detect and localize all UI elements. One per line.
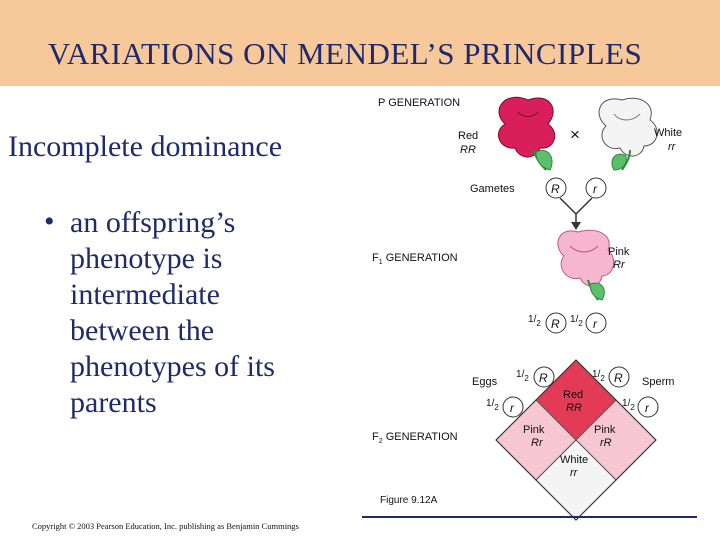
sperm-r-lower: r	[645, 401, 650, 415]
red-label: Red	[458, 130, 478, 142]
frac-sperm-r-lower: 1/2	[622, 398, 635, 412]
eggs-label: Eggs	[472, 376, 498, 388]
red-flower-icon	[497, 96, 556, 171]
f1-gamete-r-upper: R	[551, 317, 560, 331]
title-bar	[0, 0, 720, 86]
f1-generation-label: F1 GENERATION	[372, 252, 458, 266]
cell-bottom-genotype: rr	[570, 467, 579, 479]
frac-sperm-r-upper: 1/2	[592, 369, 605, 383]
gametes-label: Gametes	[470, 183, 515, 195]
frac-f1-r-lower: 1/2	[570, 314, 583, 328]
bullet-line: phenotypes of its	[70, 350, 275, 383]
bullet-line: intermediate	[70, 278, 220, 311]
copyright-text: Copyright © 2003 Pearson Education, Inc.…	[32, 521, 299, 531]
figure-caption: Figure 9.12A	[380, 495, 438, 506]
frac-f1-r-upper: 1/2	[528, 314, 541, 328]
bullet-icon: •	[44, 205, 55, 238]
sperm-label: Sperm	[642, 376, 674, 388]
cell-left-genotype: Rr	[531, 437, 544, 449]
gamete-r-upper: R	[551, 182, 560, 196]
bullet-text: an offspring’s phenotype is intermediate…	[70, 205, 350, 421]
red-genotype: RR	[460, 144, 476, 156]
sperm-r-lower-circle	[637, 396, 659, 418]
pink-flower-icon	[557, 229, 615, 301]
sperm-r-upper: R	[614, 371, 623, 385]
sperm-r-upper-circle	[608, 366, 630, 388]
white-genotype: rr	[668, 141, 677, 153]
egg-r-lower: r	[510, 401, 515, 415]
cell-right-label: Pink	[594, 424, 616, 436]
cell-bottom-label: White	[560, 454, 588, 466]
frac-egg-r-lower: 1/2	[486, 398, 499, 412]
white-label: White	[654, 127, 682, 139]
f1-gamete-r-lower-circle	[585, 312, 607, 334]
egg-r-upper: R	[539, 371, 548, 385]
pink-genotype: Rr	[613, 259, 626, 271]
cell-left-label: Pink	[523, 424, 545, 436]
p-generation-label: P GENERATION	[378, 97, 460, 109]
slide-title: VARIATIONS ON MENDEL’S PRINCIPLES	[47, 36, 643, 71]
egg-r-lower-circle	[502, 396, 524, 418]
bullet-line: phenotype is	[70, 242, 223, 275]
bullet-line: an offspring’s	[70, 206, 236, 239]
gamete-r-upper-circle	[545, 177, 567, 199]
frac-egg-r-upper: 1/2	[516, 369, 529, 383]
gamete-r-lower: r	[593, 182, 598, 196]
f2-generation-label: F2 GENERATION	[372, 431, 458, 445]
cross-icon: ×	[570, 125, 580, 144]
bullet-line: between the	[70, 314, 215, 347]
slide-subtitle: Incomplete dominance	[8, 130, 283, 163]
bullet-line: parents	[70, 386, 157, 419]
gamete-join-lines	[559, 197, 593, 216]
gamete-r-lower-circle	[585, 177, 607, 199]
cell-right-genotype: rR	[600, 437, 612, 449]
pink-label: Pink	[608, 246, 630, 258]
white-flower-icon	[598, 97, 658, 171]
f1-gamete-r-lower: r	[593, 317, 598, 331]
f1-gamete-r-upper-circle	[545, 312, 567, 334]
cell-top-genotype: RR	[566, 402, 582, 414]
arrow-down-icon	[571, 222, 581, 230]
footer-rule	[362, 516, 697, 518]
egg-r-upper-circle	[533, 366, 555, 388]
cell-top-label: Red	[563, 389, 583, 401]
punnett-square	[495, 359, 657, 521]
